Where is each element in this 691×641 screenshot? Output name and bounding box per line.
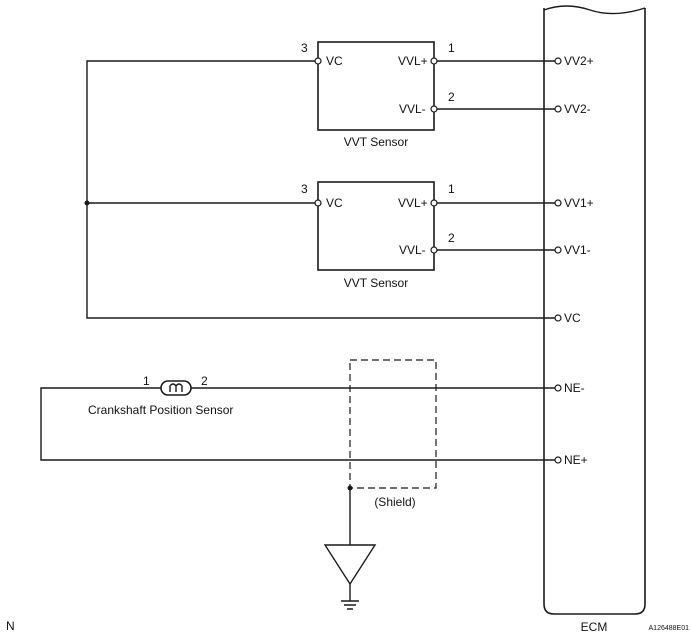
ecm-label-ne-minus: NE-	[564, 381, 585, 395]
ecm-label-vv1-plus: VV1+	[564, 196, 594, 210]
ecm-break-line	[543, 5, 646, 15]
vvt2-vvl-plus-terminal	[430, 199, 438, 207]
crank-pin-1: 1	[143, 374, 150, 388]
ecm-label-vv2-plus: VV2+	[564, 54, 594, 68]
ecm-label-vv2-minus: VV2-	[564, 102, 591, 116]
vvt1-vvl-plus-label: VVL+	[398, 54, 428, 68]
vvt2-pin-vvl-plus: 1	[448, 182, 455, 196]
vvt-sensor-2-label: VVT Sensor	[344, 276, 408, 290]
ecm-label-vc: VC	[564, 311, 581, 325]
vvt1-vvl-minus-label: VVL-	[399, 102, 426, 116]
ecm-terminal-vv1-plus	[554, 199, 562, 207]
ground-symbol-icon	[341, 584, 359, 610]
vvt2-vc-label: VC	[326, 196, 343, 210]
shield-box	[349, 359, 437, 489]
vvt1-vvl-minus-terminal	[430, 105, 438, 113]
vvt1-vc-terminal	[314, 57, 322, 65]
vvt2-pin-vc: 3	[301, 182, 308, 196]
ecm-terminal-vv2-plus	[554, 57, 562, 65]
ecm-terminal-ne-plus	[554, 456, 562, 464]
vvt1-pin-vvl-minus: 2	[448, 90, 455, 104]
ground-triangle-icon	[323, 544, 377, 586]
ecm-terminal-vc	[554, 314, 562, 322]
crankshaft-sensor-label: Crankshaft Position Sensor	[88, 403, 233, 417]
vvt2-pin-vvl-minus: 2	[448, 231, 455, 245]
ecm-label: ECM	[581, 620, 608, 634]
corner-label-n: N	[6, 619, 15, 633]
ecm-label-ne-plus: NE+	[564, 453, 588, 467]
crankshaft-coil-icon	[169, 383, 183, 392]
vvt-sensor-2-box	[317, 181, 435, 271]
vvt1-vvl-plus-terminal	[430, 57, 438, 65]
vvt-sensor-1-box	[317, 41, 435, 131]
vvt2-vvl-minus-terminal	[430, 246, 438, 254]
ecm-terminal-vv1-minus	[554, 246, 562, 254]
ecm-label-vv1-minus: VV1-	[564, 243, 591, 257]
vvt2-vc-terminal	[314, 199, 322, 207]
vvt-sensor-1-label: VVT Sensor	[344, 135, 408, 149]
shield-label: (Shield)	[374, 495, 415, 509]
ecm-box	[543, 8, 646, 615]
vc-wire	[86, 60, 555, 319]
figure-code: A126488E01	[649, 625, 690, 632]
vvt1-pin-vc: 3	[301, 41, 308, 55]
ecm-terminal-ne-minus	[554, 384, 562, 392]
vvt1-vc-label: VC	[326, 54, 343, 68]
crank-pin-2: 2	[201, 374, 208, 388]
vvt1-pin-vvl-plus: 1	[448, 41, 455, 55]
ecm-terminal-vv2-minus	[554, 105, 562, 113]
vc-junction-dot	[84, 200, 90, 206]
vvt2-vvl-minus-label: VVL-	[399, 243, 426, 257]
vvt2-vvl-plus-label: VVL+	[398, 196, 428, 210]
ne-wire	[40, 387, 555, 461]
